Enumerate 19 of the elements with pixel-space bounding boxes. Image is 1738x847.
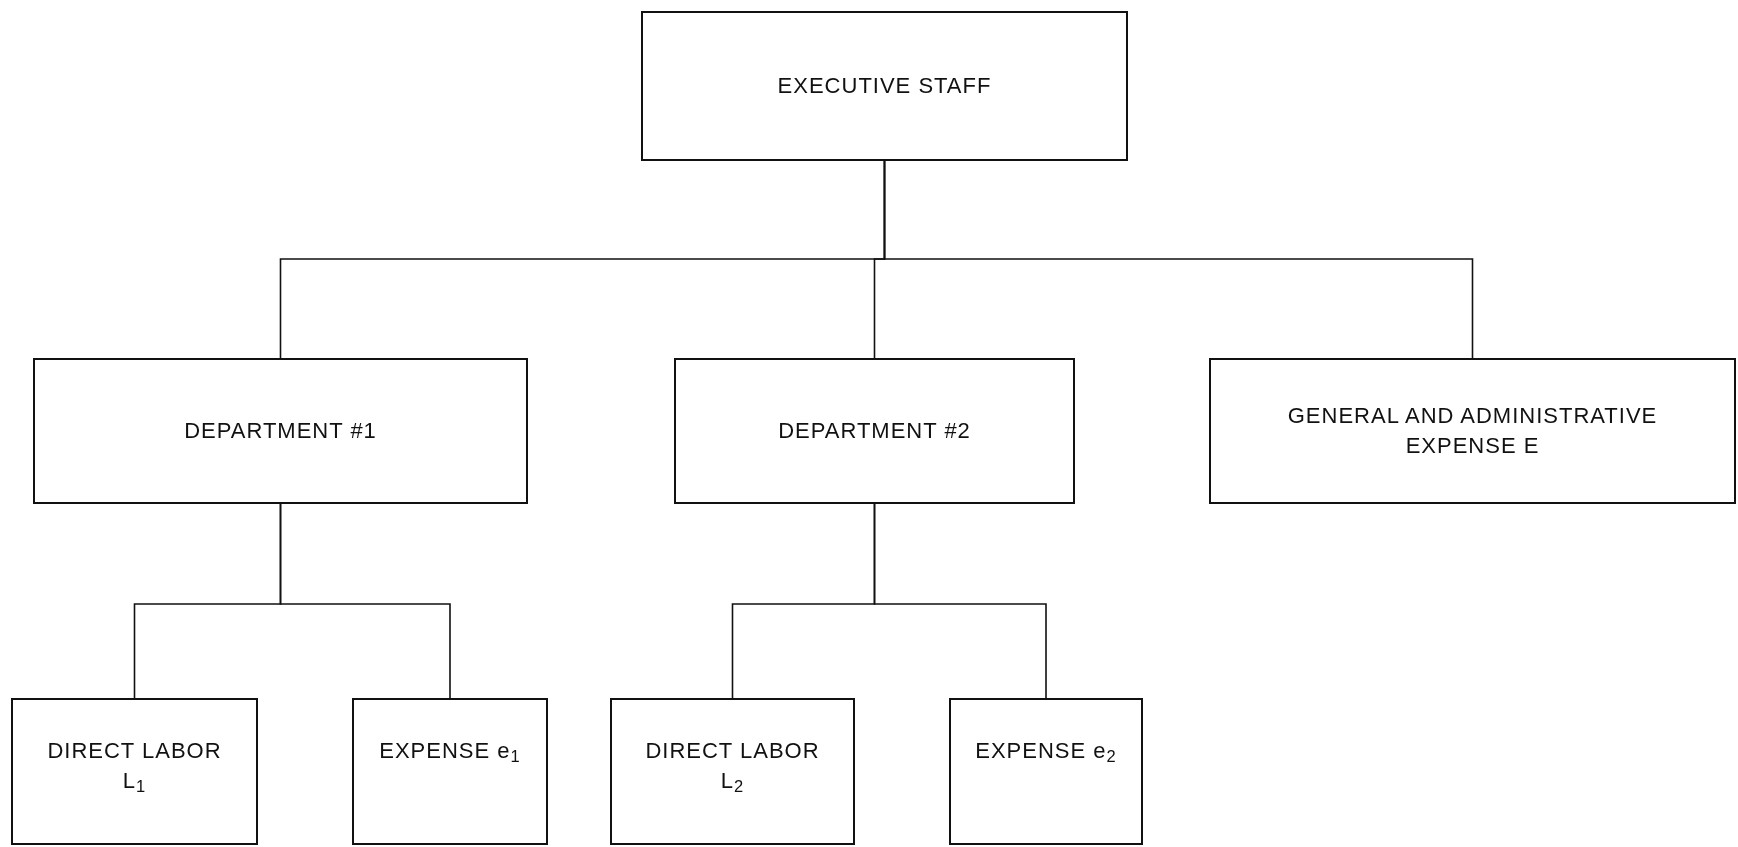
org-box [11,698,258,845]
box-label: DEPARTMENT #2 [778,417,971,445]
org-box [949,698,1143,845]
box-label: DEPARTMENT #1 [184,417,377,445]
org-box [352,698,548,845]
connector-line [883,160,1474,359]
box-label: EXECUTIVE STAFF [777,72,992,100]
box-label: EXPENSE e$_{2}$ [975,737,1117,766]
box-label: GENERAL AND ADMINISTRATIVE EXPENSE E [1286,402,1659,460]
connector-line [279,503,451,699]
org-box [1209,358,1736,504]
connector-line [873,503,1047,699]
org-box [674,358,1075,504]
org-box [33,358,528,504]
box-label: DIRECT LABOR L$_{2}$ [644,737,821,796]
org-box [641,11,1128,161]
org-box [610,698,855,845]
box-label: EXPENSE e$_{1}$ [379,737,521,766]
box-label: DIRECT LABOR L$_{1}$ [46,737,223,796]
